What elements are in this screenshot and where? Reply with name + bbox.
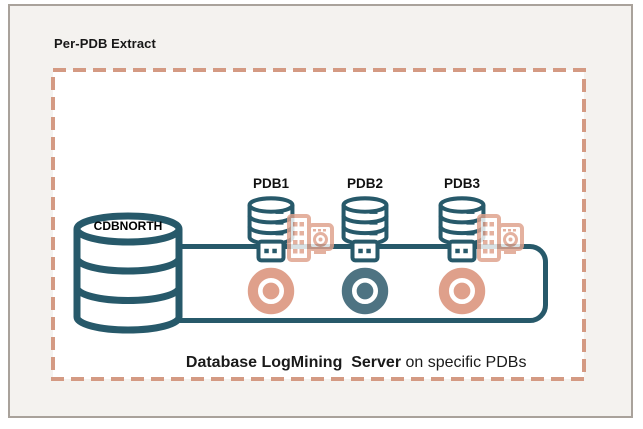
pdb1-extract-icon (287, 212, 334, 264)
pdb2-capture-donut (339, 265, 391, 317)
caption-bold-text: Database LogMining Server (185, 354, 402, 371)
pdb3-database (437, 195, 487, 265)
page-title: Per-PDB Extract (54, 36, 156, 51)
database-stack-icon (438, 196, 486, 263)
cdb-label: CDBNORTH (93, 219, 163, 233)
capture-donut-icon (438, 267, 486, 315)
extract-process-icon (287, 214, 334, 262)
pdb2-database (340, 195, 390, 265)
pdb3-extract-icon (477, 212, 524, 264)
capture-donut-icon (341, 267, 389, 315)
database-cylinder-icon (73, 212, 183, 334)
pdb3-capture-donut (436, 265, 488, 317)
pdb1-label: PDB1 (252, 176, 289, 191)
caption-regular-text: on specific PDBs (401, 354, 527, 371)
pdb2-label: PDB2 (346, 176, 383, 191)
capture-donut-icon (247, 267, 295, 315)
database-stack-icon (341, 196, 389, 263)
pdb1-capture-donut (245, 265, 297, 317)
extract-process-icon (477, 214, 524, 262)
cdb-database: CDBNORTH (70, 212, 186, 337)
band-caption: Database LogMining Server on specific PD… (177, 336, 527, 372)
pdb3-label: PDB3 (443, 176, 480, 191)
